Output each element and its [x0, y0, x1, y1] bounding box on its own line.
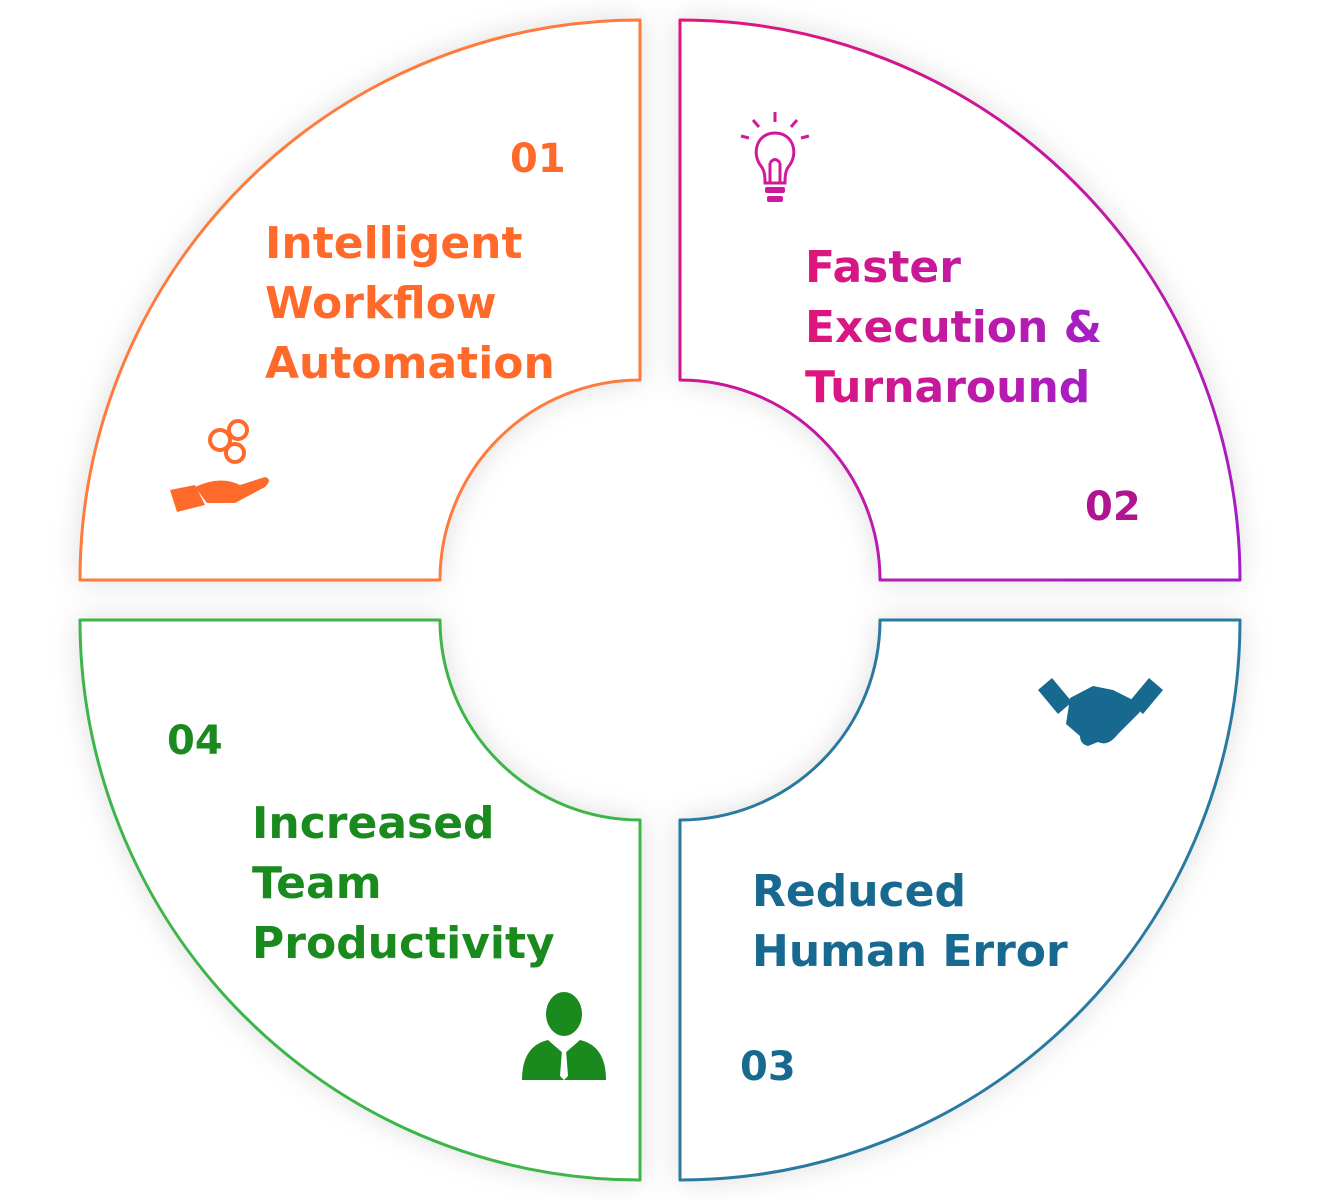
segment-03-number: 03: [740, 1044, 796, 1090]
title-line: Team: [252, 858, 382, 909]
segment-01-title: Intelligent Workflow Automation: [265, 214, 555, 394]
title-line: Increased: [252, 798, 495, 849]
title-line: Turnaround: [805, 358, 1102, 418]
segment-02: [678, 18, 1242, 582]
businessman-icon: [522, 992, 606, 1080]
segment-04-title: Increased Team Productivity: [252, 794, 555, 974]
hand-with-gears-icon: [170, 419, 269, 512]
segment-03: [678, 618, 1242, 1182]
segment-01-number: 01: [510, 136, 566, 182]
title-line: Intelligent: [265, 218, 523, 269]
segment-02-title: Faster Execution & Turnaround: [805, 238, 1102, 418]
title-line: Faster: [805, 238, 1102, 298]
title-line: Automation: [265, 338, 555, 389]
segment-04: [78, 618, 642, 1182]
handshake-icon: [1038, 678, 1163, 746]
title-line: Reduced: [752, 866, 966, 917]
title-line: Human Error: [752, 926, 1068, 977]
lightbulb-icon: [740, 112, 810, 202]
segment-01: [78, 18, 642, 582]
title-line: Execution &: [805, 298, 1102, 358]
segment-03-title: Reduced Human Error: [752, 862, 1068, 982]
title-line: Productivity: [252, 918, 555, 969]
title-line: Workflow: [265, 278, 497, 329]
segment-02-number: 02: [1085, 484, 1141, 530]
segment-04-number: 04: [167, 718, 223, 764]
